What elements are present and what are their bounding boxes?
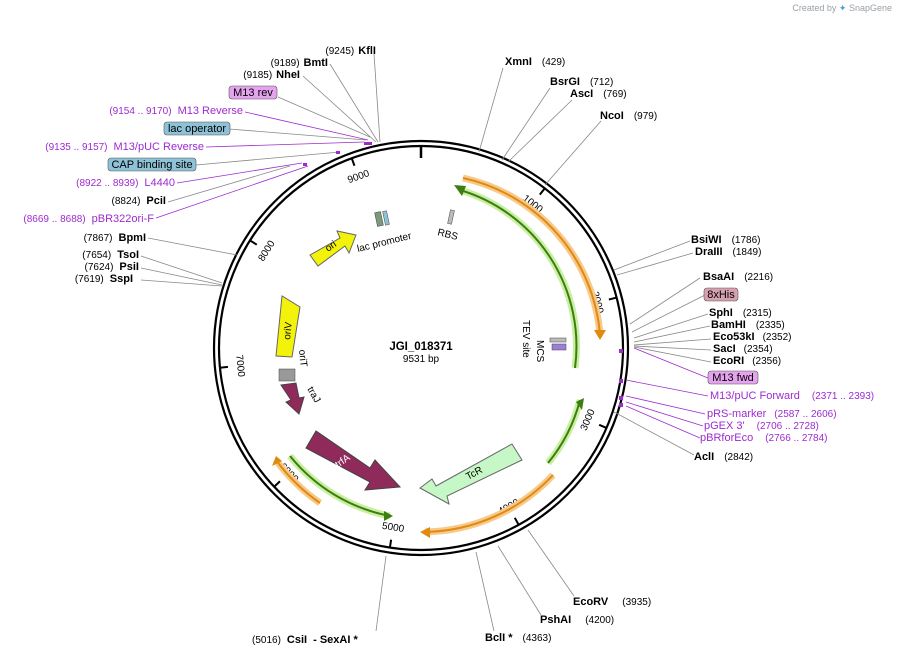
lac-promoter-feature[interactable] — [374, 211, 384, 227]
site-label-csii-sexai[interactable]: (5016)CsiI- SexAI * — [252, 634, 358, 646]
branding-prefix: Created by — [792, 3, 837, 13]
feature-label-8xhis[interactable]: 8xHis — [703, 287, 739, 302]
primer-label-pgex-3[interactable]: pGEX 3'(2706 .. 2728) — [704, 420, 819, 432]
primer-label-prs-marker[interactable]: pRS-marker(2587 .. 2606) — [707, 408, 837, 420]
trfA-arrow[interactable] — [305, 430, 402, 491]
site-label-ecorv[interactable]: EcoRV(3935) — [573, 596, 651, 608]
feature-arc-green-right-2[interactable] — [545, 399, 584, 466]
rbs-feature[interactable] — [447, 209, 455, 225]
svg-text:M13 rev: M13 rev — [233, 87, 273, 99]
tick-mark-1000 — [539, 187, 546, 196]
ori-label: ori — [323, 239, 338, 254]
bottom-labels: EcoRV(3935) PshAI(4200) BclI *(4363) (50… — [252, 596, 651, 646]
feature-label-lac-operator[interactable]: lac operator — [163, 121, 231, 136]
site-label-sphi[interactable]: SphI(2315) — [709, 307, 772, 319]
oriT-feature[interactable] — [278, 368, 296, 382]
primer-label-m13-reverse[interactable]: (9154 .. 9170)M13 Reverse — [109, 105, 243, 117]
branding-name: SnapGene — [848, 3, 892, 13]
site-label-bamhi[interactable]: BamHI(2335) — [711, 319, 785, 331]
oriV-label: oriV — [282, 321, 295, 340]
primer-label-l4440[interactable]: (8922 .. 8939)L4440 — [76, 177, 175, 189]
interior-features: ori lac promoter RBS TEV site MCS oriV o… — [275, 209, 567, 505]
tick-label-7000: 7000 — [233, 354, 246, 378]
rbs-label: RBS — [436, 227, 459, 243]
tick-label-3000: 3000 — [579, 407, 598, 432]
site-label-pshai[interactable]: PshAI(4200) — [540, 614, 614, 626]
primer-label-pbrforeco[interactable]: pBRforEco(2766 .. 2784) — [700, 432, 827, 444]
site-label-bsaai[interactable]: BsaAI(2216) — [703, 271, 773, 283]
connector-lines — [140, 53, 712, 632]
snapgene-logo-icon: ✦ — [838, 3, 847, 13]
right-labels: XmnI(429) BsrGI(712) AscI(769) NcoI(979)… — [505, 56, 874, 463]
site-label-asci[interactable]: AscI(769) — [570, 88, 627, 100]
svg-text:M13 fwd: M13 fwd — [712, 372, 754, 384]
oriT-label: oriT — [296, 349, 309, 367]
tick-mark-7000 — [219, 365, 229, 369]
site-label-bsrgi[interactable]: BsrGI(712) — [550, 76, 613, 88]
lac-promoter-label: lac promoter — [356, 231, 413, 255]
tick-label-9000: 9000 — [346, 168, 371, 186]
mcs-feature[interactable] — [551, 343, 567, 351]
site-label-pcii[interactable]: (8824)PciI — [112, 195, 166, 207]
primer-label-m13-puc-forward[interactable]: M13/pUC Forward(2371 .. 2393) — [710, 390, 874, 402]
site-label-acli[interactable]: AclI(2842) — [694, 451, 753, 463]
tick-mark-6000 — [273, 480, 281, 488]
oriV-arrow[interactable] — [275, 295, 301, 358]
tick-mark-2000 — [608, 296, 617, 301]
site-label-bpmi[interactable]: (7867)BpmI — [84, 232, 146, 244]
feature-label-cap-binding-site[interactable]: CAP binding site — [107, 157, 197, 172]
site-label-tsoi[interactable]: (7654)TsoI — [82, 249, 139, 261]
site-label-saci[interactable]: SacI(2354) — [713, 343, 773, 355]
left-labels: (9245)KflI (9189)BmtI (9185)NheI M13 rev… — [23, 45, 376, 285]
plasmid-size: 9531 bp — [403, 354, 440, 365]
primer-label-m13-puc-reverse[interactable]: (9135 .. 9157)M13/pUC Reverse — [45, 141, 204, 153]
site-label-bmti[interactable]: (9189)BmtI — [271, 57, 328, 69]
traJ-arrow[interactable] — [280, 382, 305, 415]
tick-mark-8000 — [249, 239, 258, 246]
site-label-bsiwi[interactable]: BsiWI(1786) — [691, 234, 760, 246]
site-label-xmni[interactable]: XmnI(429) — [505, 56, 565, 68]
site-label-ecori[interactable]: EcoRI(2356) — [713, 355, 781, 367]
site-label-bcli[interactable]: BclI *(4363) — [485, 632, 551, 644]
ori-arrow[interactable] — [309, 230, 357, 267]
tick-mark-5000 — [388, 539, 393, 548]
plasmid-name: JGI_018371 — [389, 341, 453, 353]
feature-label-m13-rev[interactable]: M13 rev — [228, 85, 278, 100]
svg-text:8xHis: 8xHis — [707, 289, 735, 301]
feature-label-m13-fwd[interactable]: M13 fwd — [707, 370, 759, 385]
site-label-eco53ki[interactable]: Eco53kI(2352) — [713, 331, 792, 343]
tcr-arrow[interactable] — [419, 443, 523, 505]
tick-mark-3000 — [598, 423, 607, 429]
plasmid-backbone — [212, 139, 630, 557]
traJ-label: traJ — [304, 385, 322, 405]
site-label-kfli[interactable]: (9245)KflI — [325, 45, 376, 57]
site-label-ncoi[interactable]: NcoI(979) — [600, 110, 657, 122]
svg-text:CAP binding site: CAP binding site — [111, 159, 192, 171]
mcs-label: MCS — [534, 340, 545, 363]
tev-site-label: TEV site — [520, 320, 531, 358]
site-label-nhei[interactable]: (9185)NheI — [243, 69, 300, 81]
site-label-draiii[interactable]: DraIII(1849) — [695, 246, 761, 258]
primer-label-pbr322ori-f[interactable]: (8669 .. 8688)pBR322ori-F — [23, 213, 154, 225]
primer-marks — [303, 142, 623, 407]
tev-site-feature[interactable] — [549, 337, 567, 343]
svg-text:lac operator: lac operator — [168, 123, 226, 135]
snapgene-branding: Created by ✦ SnapGene — [792, 3, 892, 14]
tick-mark-9000 — [350, 157, 356, 167]
tick-label-5000: 5000 — [381, 521, 405, 535]
tick-label-8000: 8000 — [256, 238, 277, 263]
tick-mark-4000 — [513, 517, 520, 526]
lac-operator-feature[interactable] — [382, 210, 390, 226]
feature-arcs — [272, 174, 606, 538]
site-label-psii[interactable]: (7624)PsiI — [85, 261, 139, 273]
site-label-sspi[interactable]: (7619)SspI — [75, 273, 133, 285]
